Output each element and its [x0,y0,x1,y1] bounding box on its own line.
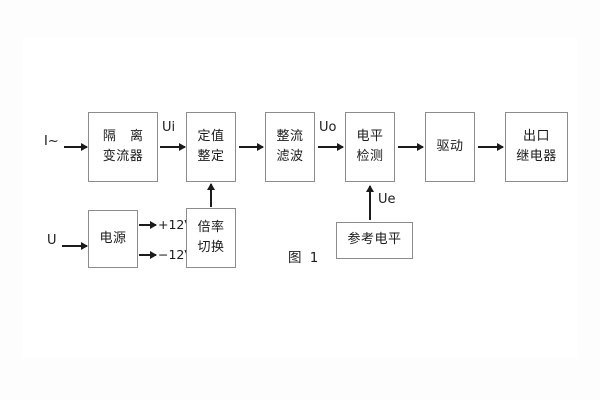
signal-label-voltage-input: U [47,233,57,248]
block-output-relay: 出口 继电器 [505,112,568,182]
block-ratio-switch-line1: 倍率 [197,219,225,235]
block-level-detect: 电平 检测 [345,112,395,182]
block-rectify-filter-line2: 滤波 [276,149,304,164]
block-setting-line2: 整定 [197,149,225,164]
block-drive: 驱动 [425,112,475,182]
arrow-rail-negative [139,254,156,256]
block-ratio-switch: 倍率 切换 [186,208,236,268]
signal-label-rail-negative: −12V [158,247,193,262]
signal-label-rail-positive: +12V [158,217,193,232]
block-output-relay-line1: 出口 [522,128,550,144]
signal-label-current-input: I~ [44,134,59,149]
block-setting: 定值 整定 [186,112,236,182]
diagram-panel [23,38,577,358]
block-level-detect-line2: 检测 [356,149,384,164]
signal-label-uo: Uo [319,120,337,135]
signal-label-ui: Ui [162,120,176,135]
arrow-rectify-to-level-detect [318,146,343,148]
block-reference-level: 参考电平 [336,222,413,259]
arrow-ratio-switch-to-setting [210,184,212,207]
arrow-current-input-to-isolation [64,146,87,148]
block-rectify-filter-line1: 整流 [276,128,304,144]
block-isolation-ct-line2: 变流器 [102,149,144,164]
arrow-voltage-input-to-power-supply [62,245,87,247]
arrow-rail-positive [139,224,156,226]
arrow-drive-to-output-relay [478,146,503,148]
block-level-detect-line1: 电平 [356,128,384,144]
block-output-relay-line2: 继电器 [516,149,557,164]
block-ratio-switch-line2: 切换 [197,240,225,255]
block-isolation-ct-line1: 隔 离 [102,128,149,144]
block-power-supply: 电源 [88,210,138,268]
arrow-reference-level-to-level-detect [369,186,371,220]
block-reference-level-line1: 参考电平 [347,232,402,248]
block-rectify-filter: 整流 滤波 [265,112,315,182]
figure-caption: 图 1 [288,250,321,266]
block-isolation-ct: 隔 离 变流器 [88,112,158,182]
signal-label-ue: Ue [378,192,396,207]
block-power-supply-line1: 电源 [99,230,127,246]
arrow-isolation-to-setting [160,146,185,148]
arrow-setting-to-rectify [239,146,263,148]
block-drive-line1: 驱动 [436,138,464,154]
block-setting-line1: 定值 [197,128,225,144]
arrow-level-detect-to-drive [398,146,423,148]
